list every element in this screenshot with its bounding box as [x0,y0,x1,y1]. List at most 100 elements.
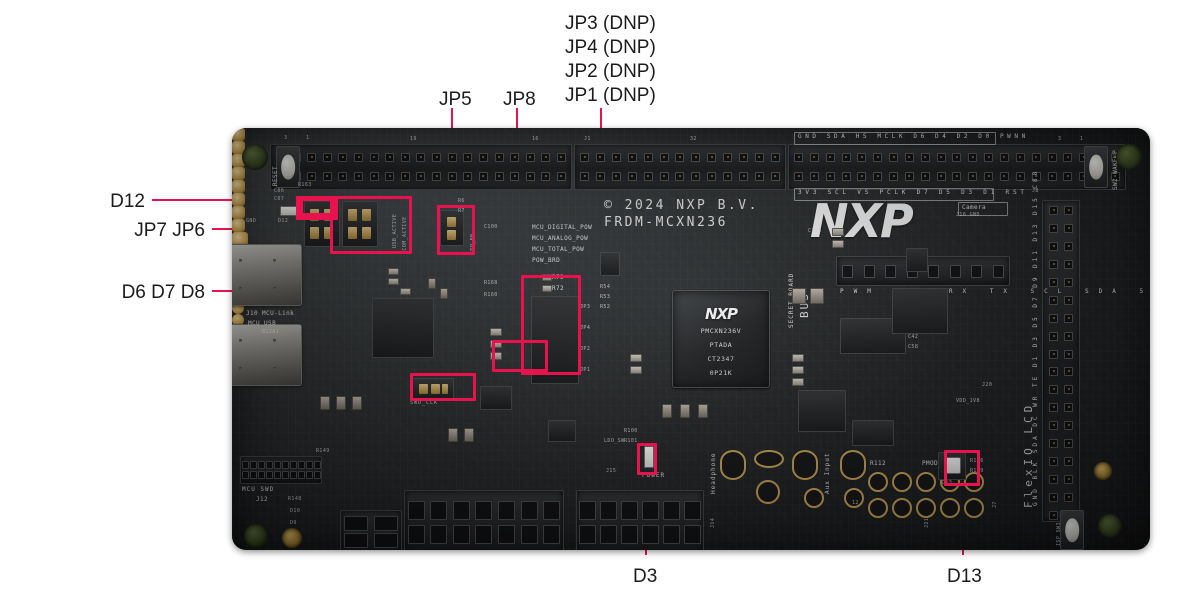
highlight-d3 [637,443,657,475]
header-index-1b: 1 [1080,136,1084,142]
smd-cap [698,404,708,418]
silk-pow-rail-2: MCU_ANALOG_POW [532,235,589,242]
test-pad-bl [282,528,302,548]
mounting-hole-bl [244,524,268,548]
callout-label-d12: D12 [110,191,145,212]
jp2-pad-a[interactable] [232,180,245,193]
header-index-1: 1 [306,135,310,141]
pcb-board-photo: 3 1 19 16 J1 32 3 1 GND SDA HS MCLK D6 D… [232,128,1150,550]
silk-c86: C86 [274,188,285,194]
silk-jp1: JP1 [580,367,591,373]
crystal-y3 [600,252,620,276]
smd-part [832,240,844,248]
smd-cap [810,288,824,304]
pmod-pad-8 [916,498,936,518]
silk-c115: C115 [808,228,822,234]
silk-aux-input: Aux Input [824,452,831,494]
header-j1-mid [574,144,786,190]
silk-isp-sw3: ISP SW3 [1056,522,1062,546]
header-index-j1: J1 [584,136,591,142]
mcu-link-chip [372,298,434,358]
jp2-pad-b[interactable] [232,193,245,206]
mcu-chip-line1: PMCXN236V [700,327,742,335]
silk-j21: J21 [924,517,930,528]
mounting-hole-tr [1116,144,1142,170]
silk-pow-rail-4: POW_BRD [532,257,561,264]
jp3-pad-b[interactable] [232,141,245,154]
jp5-jumper[interactable] [440,210,464,246]
silk-r100: R100 [624,428,638,434]
smd-cap [464,428,474,442]
u7-module [798,390,846,432]
silk-pow-rail-3: MCU_TOTAL_POW [532,246,585,253]
silk-r169: R169 [970,468,984,474]
silk-j20: J20 [982,382,993,388]
silk-r149: R149 [316,448,330,454]
silk-j15: J15 [606,468,617,474]
highlight-jp5-lower [492,340,548,372]
silk-j16-gnd: J16 GND [956,212,980,218]
silk-d10: D10 [290,508,301,514]
reset-button[interactable] [276,146,300,188]
isp-sw3-button[interactable] [1060,510,1084,550]
jp1-pad-a[interactable] [232,206,245,219]
highlight-jp5 [437,205,475,255]
highlight-jp7-jp6 [330,196,412,254]
nxp-logo: NXP [810,194,914,248]
silk-r6: R6 [458,198,465,204]
wakeup-button[interactable] [1084,146,1108,188]
silk-r160: R160 [484,292,498,298]
silk-c58: C58 [908,344,919,350]
u14-chip [480,386,512,410]
jp6-jumper[interactable] [342,201,378,247]
jp4-pad-a[interactable] [232,154,245,167]
crystal-y1 [906,248,928,272]
callout-label-jp3: JP3 (DNP) [565,13,656,34]
usb-c-connector-2 [232,324,302,386]
mounting-hole-br [1098,514,1122,538]
mcu-chip-line4: 0P21K [709,369,733,377]
bottom-connector-j11 [404,490,564,550]
callout-label-jp7-jp6: JP7 JP6 [134,220,205,241]
callout-label-d3: D3 [633,566,658,587]
silk-copyright: © 2024 NXP B.V. [604,198,759,213]
jp1-pad-b[interactable] [232,219,245,232]
jp8-jumper[interactable] [412,378,454,400]
header-index-19: 19 [410,136,417,142]
silk-d9: D9 [290,520,297,526]
smd-part [832,228,844,236]
jp3-pad-a[interactable] [232,128,245,141]
highlight-d12-alt [298,198,338,218]
silk-pow-rail-1: MCU_DIGITAL_POW [532,224,593,231]
silk-vdd-1v8: VDD_1V8 [956,398,980,404]
headphone-pad-4 [756,480,780,504]
silk-r112: R112 [870,460,887,467]
mcu-chip: NXP PMCXN236V PTADA CT2347 0P21K [672,290,770,388]
silk-index-12: 12 [852,500,859,506]
smd-cap [448,428,458,442]
silk-ref-r72: R72 [552,285,565,292]
silk-mcu-swd: MCU SWD [242,486,275,493]
silk-jp4: JP4 [580,325,591,331]
smd-cap [336,396,346,410]
silk-pmod: PMOD [922,460,939,467]
silk-jp3: JP3 [580,304,591,310]
silk-r54: R54 [600,284,611,290]
silk-lcd-pin-row: GND BLK SDA DC WR TE D1 D3 D5 D7 D9 D11 … [1032,168,1039,506]
silk-part-number: FRDM-MCXN236 [604,215,728,230]
mcu-chip-line2: PTADA [709,341,733,349]
smd-part [388,278,399,285]
silk-r101: R101 [624,438,638,444]
highlight-d13 [944,450,980,486]
silk-c87: C87 [274,196,285,202]
jp4-pad-b[interactable] [232,167,245,180]
header-index-3b: 3 [1058,136,1062,142]
pmod-pad-6 [868,498,888,518]
silk-mcu-usb-sub: B12A1 [262,329,280,335]
silk-j7: J7 [992,501,998,508]
header-index-32: 32 [690,136,697,142]
silk-box-camera-row2 [794,188,994,201]
u12-chip [892,288,948,334]
callout-label-jp1: JP1 (DNP) [565,85,656,106]
callout-label-jp5: JP5 [439,89,472,110]
